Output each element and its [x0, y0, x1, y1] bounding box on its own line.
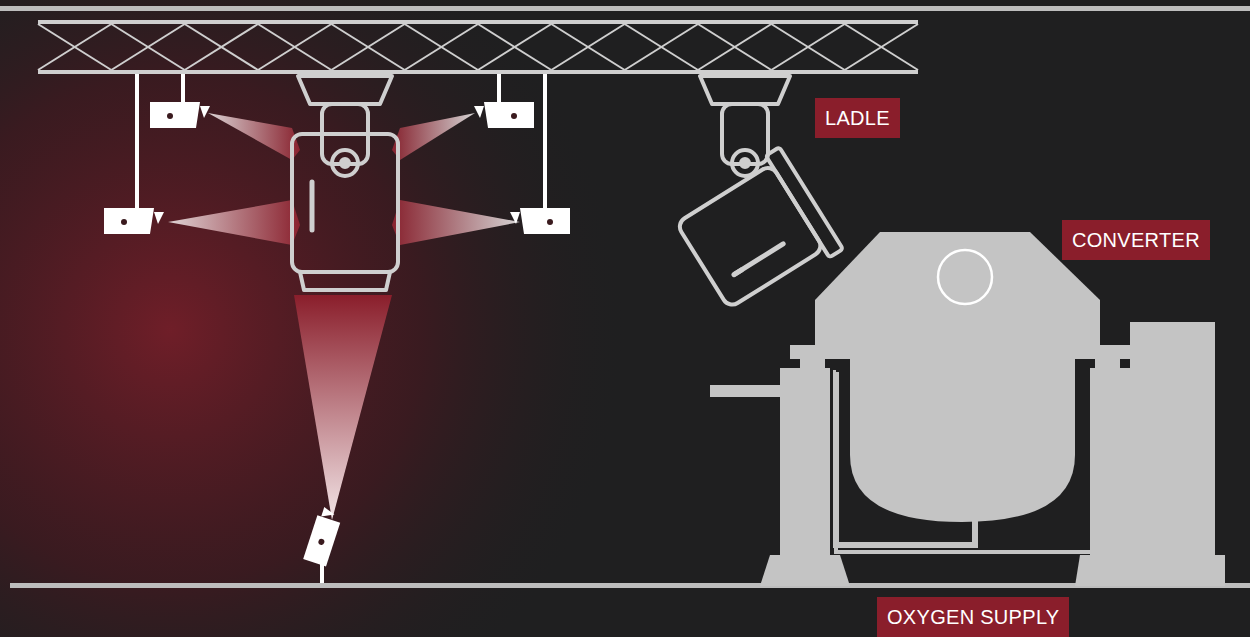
floor-line	[10, 583, 1250, 588]
truss-brace	[111, 24, 184, 70]
ladle-icon	[292, 76, 398, 290]
truss-brace	[258, 24, 331, 70]
truss-brace	[698, 24, 771, 70]
converter-illustration	[710, 232, 1225, 586]
truss-brace	[38, 24, 111, 70]
truss-brace	[405, 24, 478, 70]
label-text: CONVERTER	[1072, 228, 1200, 252]
truss-brace	[698, 24, 771, 70]
truss-brace	[405, 24, 478, 70]
truss-brace	[845, 24, 918, 70]
truss-brace	[771, 24, 844, 70]
truss-brace	[185, 24, 258, 70]
cameras	[104, 102, 570, 567]
background-glow	[0, 0, 700, 637]
truss-brace	[111, 24, 184, 70]
truss	[38, 22, 918, 72]
truss-brace	[845, 24, 918, 70]
truss-brace	[331, 24, 404, 70]
truss-brace	[331, 24, 404, 70]
converter-label-box: CONVERTER	[1062, 220, 1210, 260]
ladle-label-box: LADLE	[815, 98, 900, 138]
camera-poles	[137, 74, 545, 583]
truss-brace	[771, 24, 844, 70]
truss-brace	[185, 24, 258, 70]
label-text: LADLE	[825, 106, 890, 130]
truss-brace	[258, 24, 331, 70]
truss-brace	[625, 24, 698, 70]
truss-brace	[478, 24, 551, 70]
camera-beams	[168, 113, 520, 520]
ceiling-line	[0, 6, 1250, 11]
truss-brace	[38, 24, 111, 70]
truss-brace	[478, 24, 551, 70]
truss-brace	[551, 24, 624, 70]
oxygen-supply-label-box: OXYGEN SUPPLY	[877, 597, 1069, 637]
label-text: OXYGEN SUPPLY	[887, 605, 1059, 629]
truss-brace	[625, 24, 698, 70]
truss-brace	[551, 24, 624, 70]
